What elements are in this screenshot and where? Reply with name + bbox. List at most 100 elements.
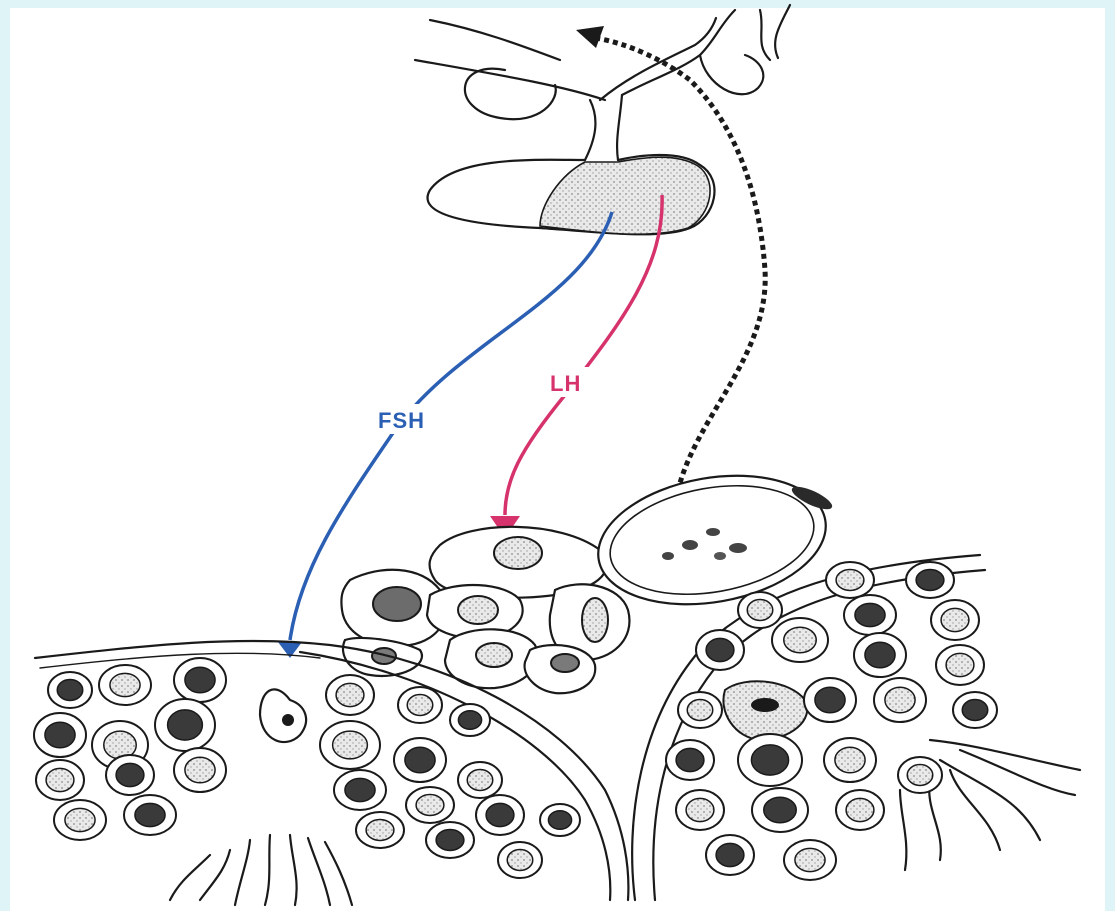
leydig-cell-cluster	[341, 527, 629, 693]
germ-cell-nucleus	[57, 680, 83, 701]
germ-cell-nucleus	[686, 798, 714, 821]
germ-cell	[394, 738, 446, 782]
germ-cell-nucleus	[846, 798, 874, 821]
germ-cell	[953, 692, 997, 728]
germ-cell-nucleus	[815, 687, 845, 713]
germ-cell-nucleus	[345, 778, 375, 801]
germ-cell	[936, 645, 984, 685]
germ-cell	[450, 704, 490, 736]
germ-cell	[476, 795, 524, 835]
germ-cell-nucleus	[458, 711, 481, 730]
germ-cell-nucleus	[336, 683, 364, 706]
germ-cell	[804, 678, 856, 722]
fsh-label: FSH	[378, 408, 425, 433]
germ-cell	[398, 687, 442, 723]
germ-cell	[824, 738, 876, 782]
germ-cell	[155, 699, 215, 751]
germ-cell	[334, 770, 386, 810]
germ-cell-nucleus	[436, 830, 464, 851]
germ-cell-nucleus	[65, 808, 95, 831]
germ-cell	[406, 787, 454, 823]
germ-cell-nucleus	[110, 673, 140, 696]
germ-cell-nucleus	[946, 653, 974, 676]
germ-cell-nucleus	[784, 627, 816, 653]
germ-cell-nucleus	[185, 667, 215, 693]
germ-cell-nucleus	[116, 763, 144, 786]
germ-cell-nucleus	[407, 695, 433, 716]
germ-cell	[874, 678, 926, 722]
germ-cell-nucleus	[676, 748, 704, 771]
germ-cell	[854, 633, 906, 677]
germ-cell-nucleus	[836, 570, 864, 591]
germ-cell	[540, 804, 580, 836]
lh-arrow	[505, 195, 662, 515]
lh-pathway	[490, 195, 662, 538]
germ-cell	[498, 842, 542, 878]
germ-cell-nucleus	[751, 745, 788, 775]
sperm-capsule	[588, 459, 836, 621]
germ-cell-nucleus	[916, 570, 944, 591]
germ-cell-nucleus	[333, 731, 368, 759]
lh-label: LH	[550, 371, 581, 396]
germ-cell	[356, 812, 404, 848]
germ-cell-nucleus	[507, 850, 533, 871]
germ-cell-nucleus	[687, 700, 713, 721]
germ-cell	[676, 790, 724, 830]
germ-cell-nucleus	[135, 803, 165, 826]
germ-cell-nucleus	[416, 795, 444, 816]
germ-cell	[174, 748, 226, 792]
germ-cell	[36, 760, 84, 800]
germ-cell-nucleus	[716, 843, 744, 866]
germ-cell	[696, 630, 744, 670]
germ-cell	[34, 713, 86, 757]
germ-cell-nucleus	[885, 687, 915, 713]
germ-cell-nucleus	[907, 765, 933, 786]
germ-cell	[666, 740, 714, 780]
germ-cell-nucleus	[764, 797, 796, 823]
germ-cell	[836, 790, 884, 830]
germ-cell	[906, 562, 954, 598]
germ-cell-nucleus	[747, 600, 773, 621]
germ-cell-nucleus	[962, 700, 988, 721]
germ-cell	[99, 665, 151, 705]
germ-cell-nucleus	[548, 811, 571, 830]
germ-cell	[124, 795, 176, 835]
germ-cell	[426, 822, 474, 858]
germ-cell-nucleus	[486, 803, 514, 826]
germ-cell-nucleus	[855, 603, 885, 626]
germ-cell	[826, 562, 874, 598]
germ-cell	[752, 788, 808, 832]
germ-cell	[54, 800, 106, 840]
germ-cell-nucleus	[168, 710, 203, 740]
germ-cell	[738, 734, 802, 786]
germ-cell	[844, 595, 896, 635]
germ-cell	[458, 762, 502, 798]
feedback-arrowhead	[576, 26, 604, 48]
germ-cell	[678, 692, 722, 728]
germ-cell-nucleus	[185, 757, 215, 783]
germ-cell-nucleus	[366, 820, 394, 841]
germ-cell	[706, 835, 754, 875]
germ-cell	[898, 757, 942, 793]
germ-cell	[931, 600, 979, 640]
germ-cell-nucleus	[45, 722, 75, 748]
germ-cell-nucleus	[706, 638, 734, 661]
germ-cell-nucleus	[865, 642, 895, 668]
germ-cell	[326, 675, 374, 715]
germ-cell-nucleus	[835, 747, 865, 773]
germ-cell-nucleus	[405, 747, 435, 773]
germ-cell	[784, 840, 836, 880]
germ-cell	[106, 755, 154, 795]
pituitary-gland	[415, 5, 790, 234]
germ-cell-nucleus	[46, 768, 74, 791]
germ-cell	[174, 658, 226, 702]
germ-cell	[772, 618, 828, 662]
germ-cell-nucleus	[795, 848, 825, 871]
germ-cell-nucleus	[467, 770, 493, 791]
germ-cell	[738, 592, 782, 628]
germ-cell	[48, 672, 92, 708]
germ-cell	[320, 721, 380, 769]
germ-cell-nucleus	[941, 608, 969, 631]
